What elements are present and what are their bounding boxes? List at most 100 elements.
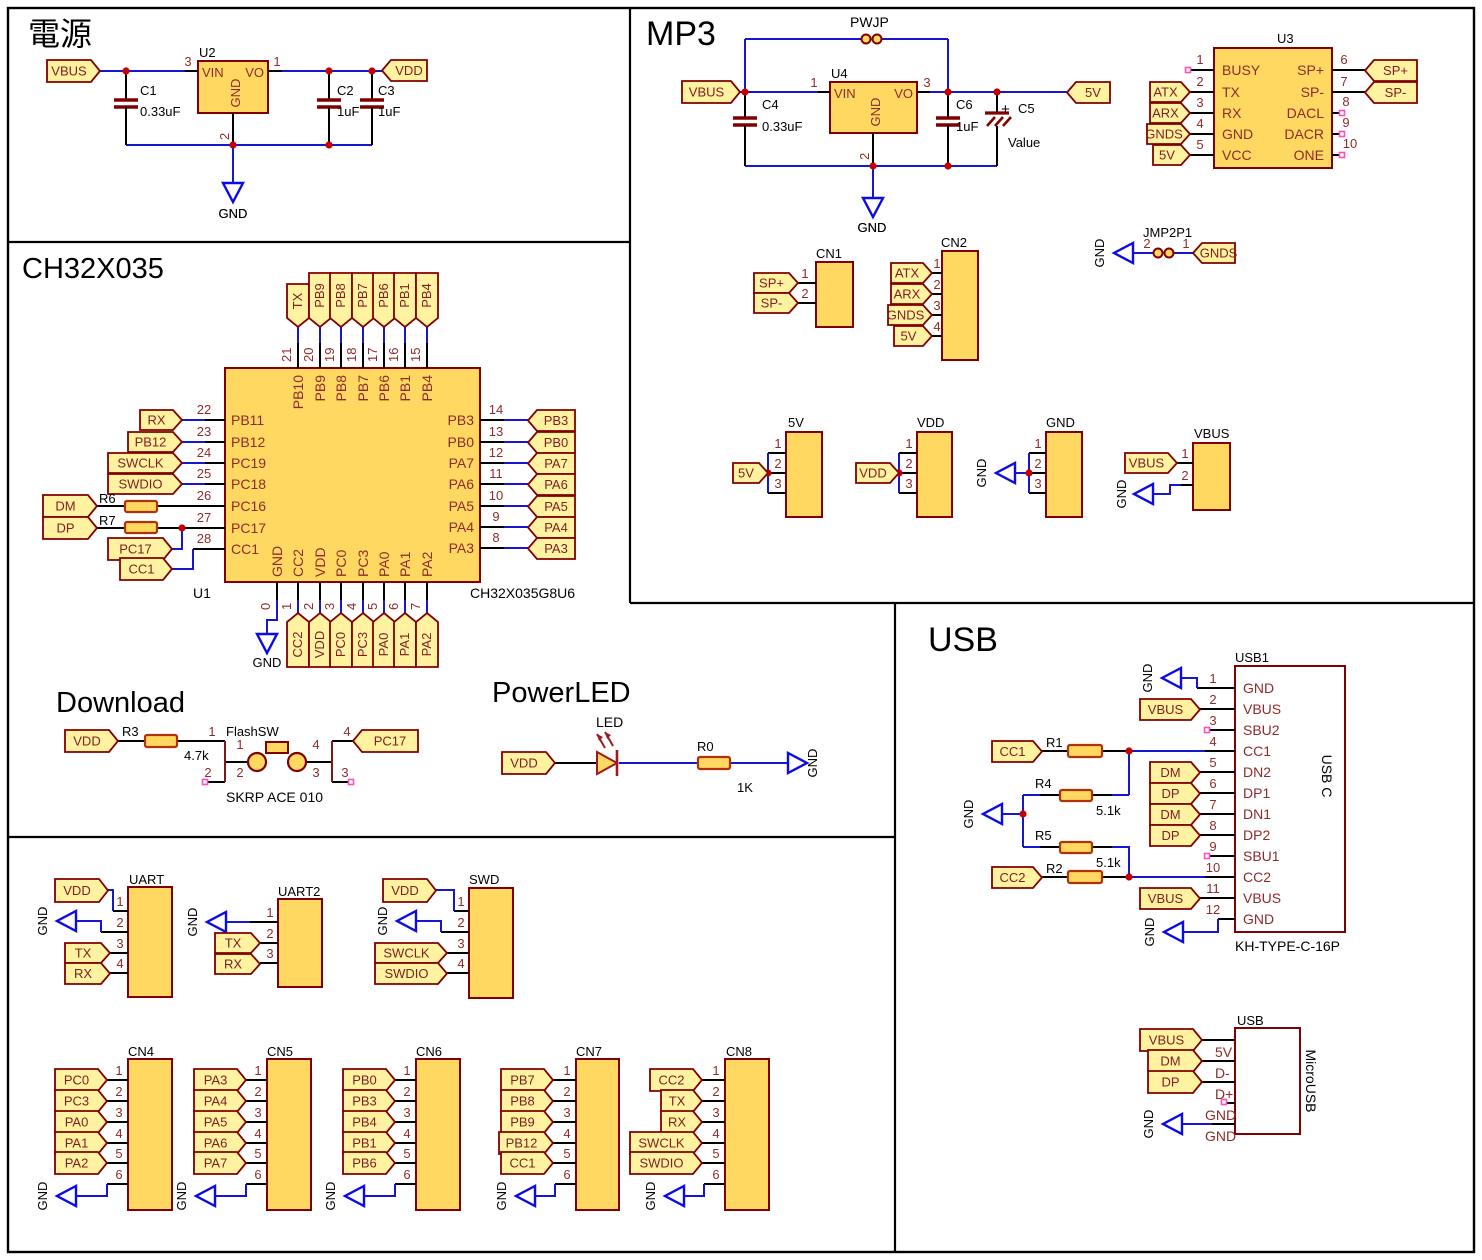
gnd-symbol[interactable] (1159, 666, 1183, 690)
component-gnd-header[interactable] (1045, 431, 1083, 518)
wire[interactable] (436, 889, 455, 911)
net-flag-rx[interactable] (139, 409, 184, 431)
net-flag-pb7[interactable] (500, 1068, 555, 1092)
net-flag-cc1[interactable] (119, 557, 174, 581)
capacitor-c5[interactable] (986, 116, 996, 127)
capacitor-c5[interactable] (1002, 116, 1012, 127)
gnd-symbol[interactable] (980, 802, 1004, 826)
gnd-symbol[interactable] (662, 1184, 686, 1208)
net-flag-pa1[interactable] (393, 611, 417, 668)
net-flag-sp+[interactable] (753, 272, 800, 294)
capacitor-c5[interactable] (994, 116, 1004, 127)
net-flag-pb0[interactable] (526, 431, 576, 454)
net-flag-cc1[interactable] (500, 1151, 555, 1175)
net-flag-tx[interactable] (660, 1089, 704, 1113)
net-flag-cc2[interactable] (286, 611, 310, 668)
gnd-symbol[interactable] (54, 909, 78, 933)
net-flag-pb12[interactable] (127, 431, 184, 453)
net-flag-pb0[interactable] (342, 1068, 397, 1092)
component-u1-ch32x035[interactable] (224, 367, 481, 583)
wire[interactable] (266, 600, 278, 634)
gnd-symbol[interactable] (993, 461, 1017, 485)
component-cn2[interactable] (941, 250, 979, 361)
net-flag-gnds[interactable] (887, 304, 934, 326)
wire[interactable] (215, 1184, 247, 1197)
net-flag-swclk[interactable] (107, 452, 184, 474)
net-flag-vdd[interactable] (54, 878, 110, 903)
component-cn6[interactable] (415, 1058, 461, 1211)
net-flag-pb8[interactable] (500, 1089, 555, 1113)
net-flag-pa6[interactable] (526, 473, 576, 496)
led-symbol[interactable] (596, 750, 620, 776)
net-flag-pa4[interactable] (193, 1089, 248, 1113)
net-flag-gnds[interactable] (1146, 123, 1192, 145)
net-flag-pb1[interactable] (393, 272, 417, 329)
net-flag-pa3[interactable] (526, 537, 576, 560)
net-flag-pa6[interactable] (193, 1131, 248, 1155)
gnd-symbol[interactable] (1131, 482, 1155, 506)
component-cn5[interactable] (266, 1058, 312, 1211)
wire[interactable] (76, 1184, 108, 1197)
gnd-symbol[interactable] (221, 181, 245, 205)
net-flag-pb6[interactable] (342, 1151, 397, 1175)
wire[interactable] (172, 528, 183, 550)
net-flag-5v[interactable] (732, 462, 770, 484)
component-vbus-header[interactable] (1192, 442, 1231, 511)
component-swd[interactable] (468, 887, 514, 999)
net-flag-cc2[interactable] (991, 866, 1044, 889)
net-flag-pb9[interactable] (308, 272, 332, 329)
resistor-r6[interactable] (123, 499, 159, 514)
net-flag-tx[interactable] (286, 283, 310, 329)
gnd-symbol[interactable] (786, 751, 810, 775)
net-flag-vdd[interactable] (308, 611, 332, 668)
jumper-pads-pwjp[interactable] (871, 33, 883, 45)
net-flag-sp+[interactable] (1363, 59, 1418, 82)
gnd-symbol[interactable] (342, 1184, 366, 1208)
net-flag-5v[interactable] (1152, 144, 1192, 166)
net-flag-sp-[interactable] (1363, 81, 1418, 104)
net-flag-rx[interactable] (660, 1110, 704, 1134)
wire[interactable] (1112, 846, 1130, 877)
component-usb1[interactable] (1234, 665, 1346, 933)
component-cn7[interactable] (575, 1058, 620, 1211)
net-flag-swdio[interactable] (107, 473, 184, 495)
net-flag-pa1[interactable] (54, 1131, 109, 1155)
gnd-symbol[interactable] (861, 196, 885, 220)
net-flag-pa7[interactable] (193, 1151, 248, 1175)
net-flag-pa0[interactable] (372, 611, 396, 668)
resistor-r1[interactable] (1066, 743, 1104, 759)
resistor-r0[interactable] (696, 755, 732, 771)
wire[interactable] (684, 1184, 705, 1197)
component-cn4[interactable] (127, 1058, 173, 1211)
net-flag-vbus[interactable] (46, 59, 102, 83)
net-flag-pb9[interactable] (500, 1110, 555, 1134)
net-flag-5v[interactable] (1065, 81, 1111, 104)
component-5v-header[interactable] (785, 431, 823, 518)
wire[interactable] (416, 920, 442, 932)
wire[interactable] (535, 1184, 556, 1197)
resistor-r7[interactable] (123, 520, 159, 535)
wire[interactable] (76, 920, 102, 932)
wire[interactable] (172, 549, 194, 570)
switch-flashsw[interactable] (286, 751, 308, 773)
net-flag-rx[interactable] (64, 962, 112, 985)
net-flag-pc0[interactable] (329, 611, 353, 668)
net-flag-pb1[interactable] (342, 1131, 397, 1155)
component-cn8[interactable] (724, 1058, 770, 1211)
gnd-symbol[interactable] (513, 1184, 537, 1208)
gnd-symbol[interactable] (1111, 241, 1135, 265)
net-flag-pb8[interactable] (329, 272, 353, 329)
net-flag-vbus[interactable] (1139, 698, 1202, 721)
net-flag-pc3[interactable] (54, 1089, 109, 1113)
net-flag-dp[interactable] (1147, 1070, 1204, 1094)
component-cn1[interactable] (815, 261, 854, 328)
net-flag-dp[interactable] (42, 516, 99, 540)
net-flag-pa2[interactable] (54, 1151, 109, 1175)
jumper-pads-jmp2p1[interactable] (1152, 247, 1164, 259)
net-flag-vdd[interactable] (382, 878, 438, 903)
net-flag-tx[interactable] (214, 932, 262, 954)
net-flag-arx[interactable] (890, 283, 934, 305)
net-flag-sp-[interactable] (753, 292, 800, 314)
net-flag-vdd[interactable] (501, 751, 557, 775)
component-u3[interactable] (1213, 47, 1333, 169)
